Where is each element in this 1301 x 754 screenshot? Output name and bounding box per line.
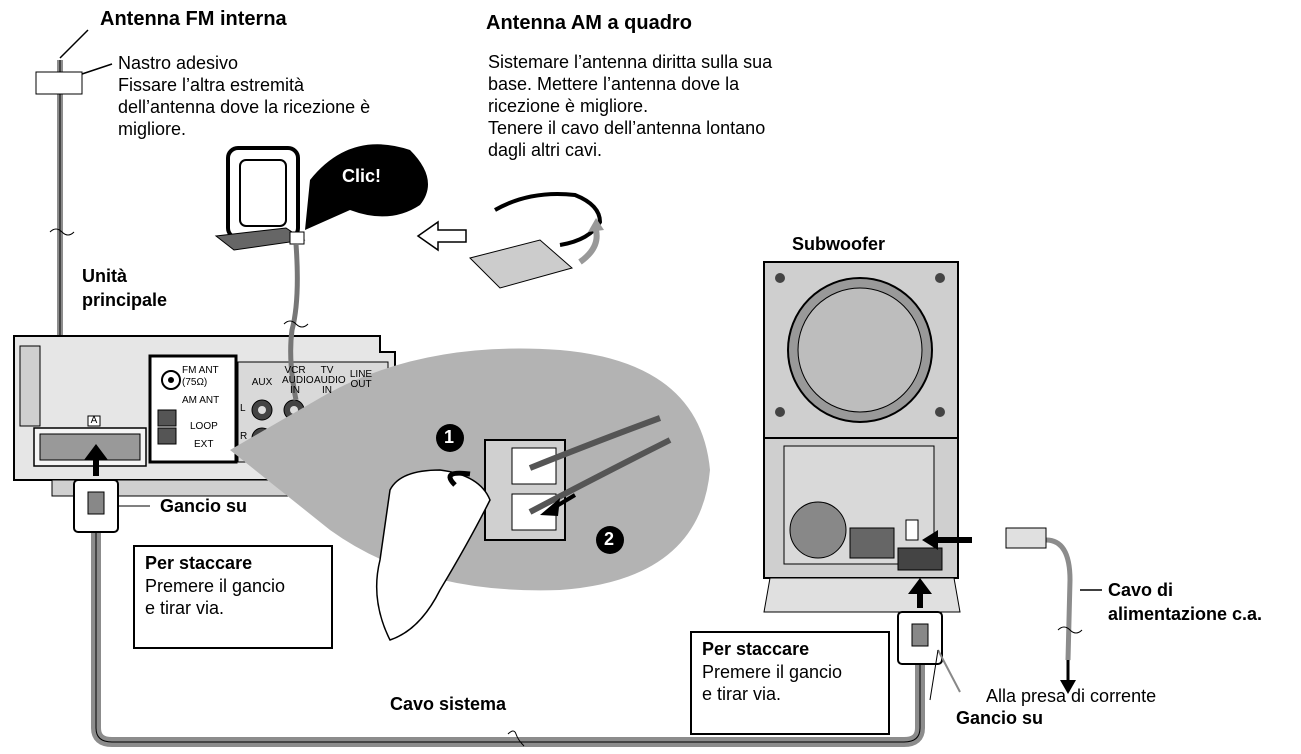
fm-fix-note-line-2: dell’antenna dove la ricezione è bbox=[118, 97, 371, 117]
am-note-line-3: ricezione è migliore. bbox=[488, 96, 649, 116]
detach-title-left: Per staccare bbox=[145, 553, 253, 573]
vcr-label-2: AUDIO bbox=[282, 375, 314, 386]
detach-title-right: Per staccare bbox=[702, 639, 810, 659]
am-note-line-2: base. Mettere l’antenna dove la bbox=[488, 74, 740, 94]
channel-r-label: R bbox=[240, 431, 248, 442]
line-out-label-2: OUT bbox=[350, 379, 372, 390]
detach-line-1-left: Premere il gancio bbox=[145, 575, 286, 596]
am-note-line-5: dagli altri cavi. bbox=[488, 140, 603, 160]
loop-label: LOOP bbox=[190, 421, 218, 432]
subwoofer-label: Subwoofer bbox=[792, 234, 885, 254]
fm-ant-jack-label-2: (75Ω) bbox=[182, 377, 208, 388]
detach-line-2-right: e tirar via. bbox=[702, 684, 782, 705]
subwoofer bbox=[763, 261, 961, 613]
channel-l-label: L bbox=[240, 403, 246, 414]
direction-arrow bbox=[416, 220, 467, 252]
fm-ant-jack-label-1: FM ANT bbox=[182, 365, 219, 376]
am-ant-jack-label: AM ANT bbox=[182, 395, 220, 406]
am-note-line-4: Tenere il cavo dell’antenna lontano bbox=[488, 118, 766, 138]
adhesive-tape-label: Nastro adesivo bbox=[118, 53, 239, 73]
fm-fix-note-line-1: Fissare l’altra estremità bbox=[118, 75, 305, 95]
click-label: Clic! bbox=[342, 166, 382, 186]
detail-bubble bbox=[230, 348, 710, 591]
fm-antenna-wire bbox=[57, 60, 120, 383]
am-note-line-1: Sistemare l’antenna diritta sulla sua bbox=[488, 52, 773, 72]
hook-up-label-left: Gancio su bbox=[160, 496, 248, 516]
tv-label-2: AUDIO bbox=[314, 375, 346, 386]
adhesive-tape bbox=[35, 71, 83, 95]
vcr-label-1: VCR bbox=[284, 365, 306, 376]
outlet-label: Alla presa di corrente bbox=[986, 686, 1157, 706]
ext-label: EXT bbox=[194, 439, 214, 450]
fm-fix-note-line-3: migliore. bbox=[118, 119, 187, 139]
click-bubble bbox=[305, 144, 428, 230]
am-antenna-title: Antenna AM a quadro bbox=[486, 12, 692, 34]
am-loop-antenna-mounted bbox=[214, 146, 306, 251]
power-cable-label-line-1: Cavo di bbox=[1108, 580, 1174, 600]
step-1-badge: 1 bbox=[444, 427, 455, 447]
am-antenna-cable bbox=[288, 243, 300, 401]
hook-up-label-right: Gancio su bbox=[956, 708, 1044, 728]
detach-instructions-right: Per staccare Premere il gancio e tirar v… bbox=[690, 631, 890, 735]
am-loop-antenna-loose bbox=[469, 192, 604, 289]
power-cable-label-line-2: alimentazione c.a. bbox=[1108, 604, 1263, 624]
detach-line-2-left: e tirar via. bbox=[145, 598, 225, 619]
power-cable bbox=[1045, 537, 1073, 661]
main-unit-label-line-2: principale bbox=[82, 290, 168, 310]
tv-label-1: TV bbox=[320, 365, 334, 376]
main-unit-label-line-1: Unità bbox=[82, 266, 127, 286]
step-2-badge: 2 bbox=[604, 529, 615, 549]
fm-antenna-title: Antenna FM interna bbox=[100, 8, 287, 30]
detach-line-1-right: Premere il gancio bbox=[702, 661, 843, 682]
vcr-label-3: IN bbox=[290, 385, 300, 396]
system-cable-label: Cavo sistema bbox=[390, 694, 507, 714]
line-out-label-1: LINE bbox=[349, 369, 373, 380]
aux-jack-label: AUX bbox=[251, 377, 273, 388]
tv-label-3: IN bbox=[322, 385, 332, 396]
terminal-letter-a: A bbox=[90, 415, 98, 426]
detach-instructions-left: Per staccare Premere il gancio e tirar v… bbox=[133, 545, 333, 649]
